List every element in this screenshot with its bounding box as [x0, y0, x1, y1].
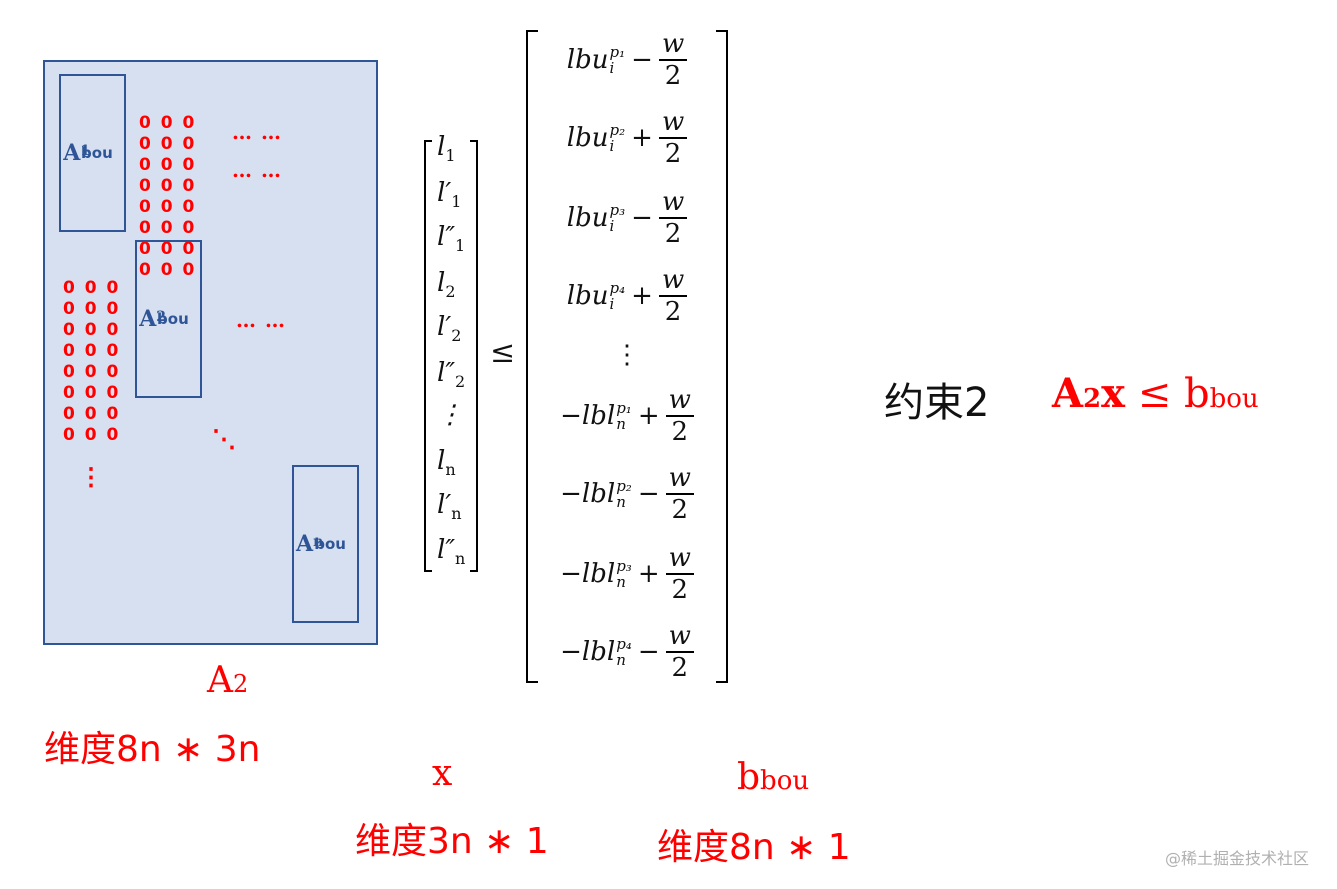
b-name-label: bbou — [737, 757, 810, 798]
hdots-3: … … — [236, 308, 286, 332]
x-vector-item: ⋮ — [437, 400, 463, 430]
leq-symbol: ≤ — [490, 335, 516, 370]
x-vector-item: l″2 — [437, 358, 466, 392]
ddots: ⋱ — [212, 424, 237, 453]
constraint-formula: A2x ≤ bbou — [1052, 370, 1259, 417]
b-vector-vdots: ⋮ — [614, 340, 640, 370]
x-vector-bracket-right — [470, 140, 478, 572]
x-vector-bracket-left — [424, 140, 432, 572]
x-vector-item: l1 — [437, 132, 456, 166]
x-vector-item: l″1 — [437, 222, 466, 256]
a2-name-label: A2 — [207, 660, 249, 701]
a2-dimension-label: 维度8n ∗ 3n — [44, 729, 261, 770]
x-vector-item: ln — [437, 446, 456, 480]
watermark: @稀土掘金技术社区 — [1164, 849, 1309, 868]
x-name-label: x — [432, 753, 453, 794]
x-vector-item: l″n — [437, 535, 466, 569]
x-dimension-label: 维度3n ∗ 1 — [355, 821, 549, 862]
x-vector-item: l2 — [437, 268, 456, 302]
vdots-matrix: ⋮ — [79, 462, 104, 491]
x-vector-item: l′2 — [437, 312, 462, 346]
b-dimension-label: 维度8n ∗ 1 — [657, 827, 851, 868]
constraint-label: 约束2 — [884, 380, 990, 426]
hdots-1: … … — [232, 120, 282, 144]
x-vector-item: l′1 — [437, 178, 462, 212]
b-vector-bracket-right — [716, 30, 728, 683]
x-vector-item: l′n — [437, 490, 462, 524]
hdots-2: … … — [232, 158, 282, 182]
b-vector-bracket-left — [526, 30, 538, 683]
